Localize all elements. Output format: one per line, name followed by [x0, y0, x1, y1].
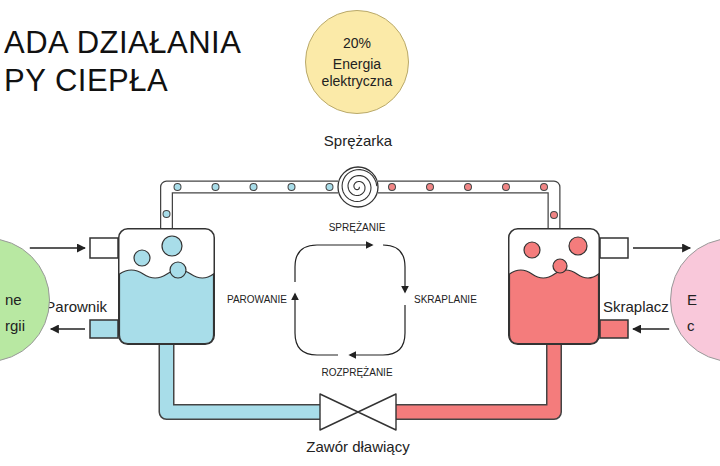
spiral — [342, 170, 377, 202]
energy-circle: ne rgii — [0, 238, 50, 362]
bubble — [162, 236, 182, 256]
pipe-fill — [167, 187, 339, 228]
flow-arrow — [51, 329, 85, 330]
bubble — [134, 250, 150, 266]
throttle-valve: Zawór dławiący — [283, 392, 433, 460]
bubble — [524, 242, 540, 258]
pipe-outline — [167, 187, 339, 228]
pipe-outline — [378, 187, 554, 228]
energy-circle: E c — [670, 238, 720, 362]
arrow-line — [633, 247, 690, 249]
evaporator-tank: Parownik — [118, 228, 215, 345]
valve-body — [320, 394, 396, 430]
energy-circle: 20% Energia elektryczna — [305, 10, 409, 114]
compressor: Sprężarka — [313, 132, 403, 210]
pipe-fill — [396, 345, 554, 412]
tank-body — [509, 229, 600, 345]
stage-label: PAROWANIE — [197, 294, 287, 306]
bubble — [569, 237, 587, 255]
tank-label: Skraplacz — [603, 298, 669, 315]
compressor-label: Sprężarka — [313, 132, 403, 150]
title: ADA DZIAŁANIA PY CIEPŁA — [4, 24, 266, 100]
energy-label: Energia elektryczna — [315, 56, 399, 90]
gas-dots — [167, 187, 339, 228]
liquid — [510, 270, 599, 344]
valve-label: Zawór dławiący — [283, 438, 433, 455]
pipe-fill — [378, 187, 554, 228]
pipe-stub — [90, 320, 118, 338]
gas-pipe — [378, 187, 554, 228]
pipe-stub — [600, 238, 628, 258]
gas-pipe — [167, 187, 339, 228]
pipe-outline — [167, 345, 321, 412]
condenser-tank: Skraplacz — [508, 228, 600, 345]
percent-value: 20% — [315, 35, 399, 52]
pipe-fill — [167, 345, 321, 412]
flow-arrow — [30, 248, 85, 249]
liquid-pipe — [167, 345, 321, 412]
liquid — [120, 270, 214, 344]
cycle-arrow — [295, 245, 372, 282]
cycle-arrow — [383, 245, 405, 292]
arrow-line — [51, 328, 85, 330]
pipe-stub — [600, 320, 628, 338]
valve-symbol — [318, 392, 398, 432]
flow-arrow — [633, 248, 690, 249]
arrow-line — [633, 328, 669, 330]
liquid-pipe — [396, 345, 554, 412]
tank-label: Parownik — [45, 298, 107, 315]
pipe-stub — [90, 238, 118, 258]
bubble — [553, 259, 567, 273]
stage-label: ROZPRĘŻANIE — [302, 367, 412, 379]
flow-arrow — [633, 329, 669, 330]
tank-drawing — [508, 228, 600, 345]
gas-dots — [378, 187, 554, 228]
stage-label: SKRAPLANIE — [414, 294, 504, 306]
gas-dots — [378, 187, 554, 228]
energy-label: E c — [687, 287, 701, 339]
compressor-symbol — [336, 165, 380, 209]
cycle-arrow — [350, 305, 405, 355]
stage-label: SPRĘŻANIE — [307, 222, 407, 234]
gas-dots — [167, 187, 339, 228]
bubble — [170, 262, 186, 278]
arrow-line — [30, 247, 85, 249]
compressor-body — [338, 167, 378, 207]
pipe-outline — [396, 345, 554, 412]
tank-body — [119, 229, 215, 345]
cycle-arrow — [295, 294, 338, 355]
tank-drawing — [118, 228, 215, 345]
energy-label: ne rgii — [5, 287, 41, 339]
